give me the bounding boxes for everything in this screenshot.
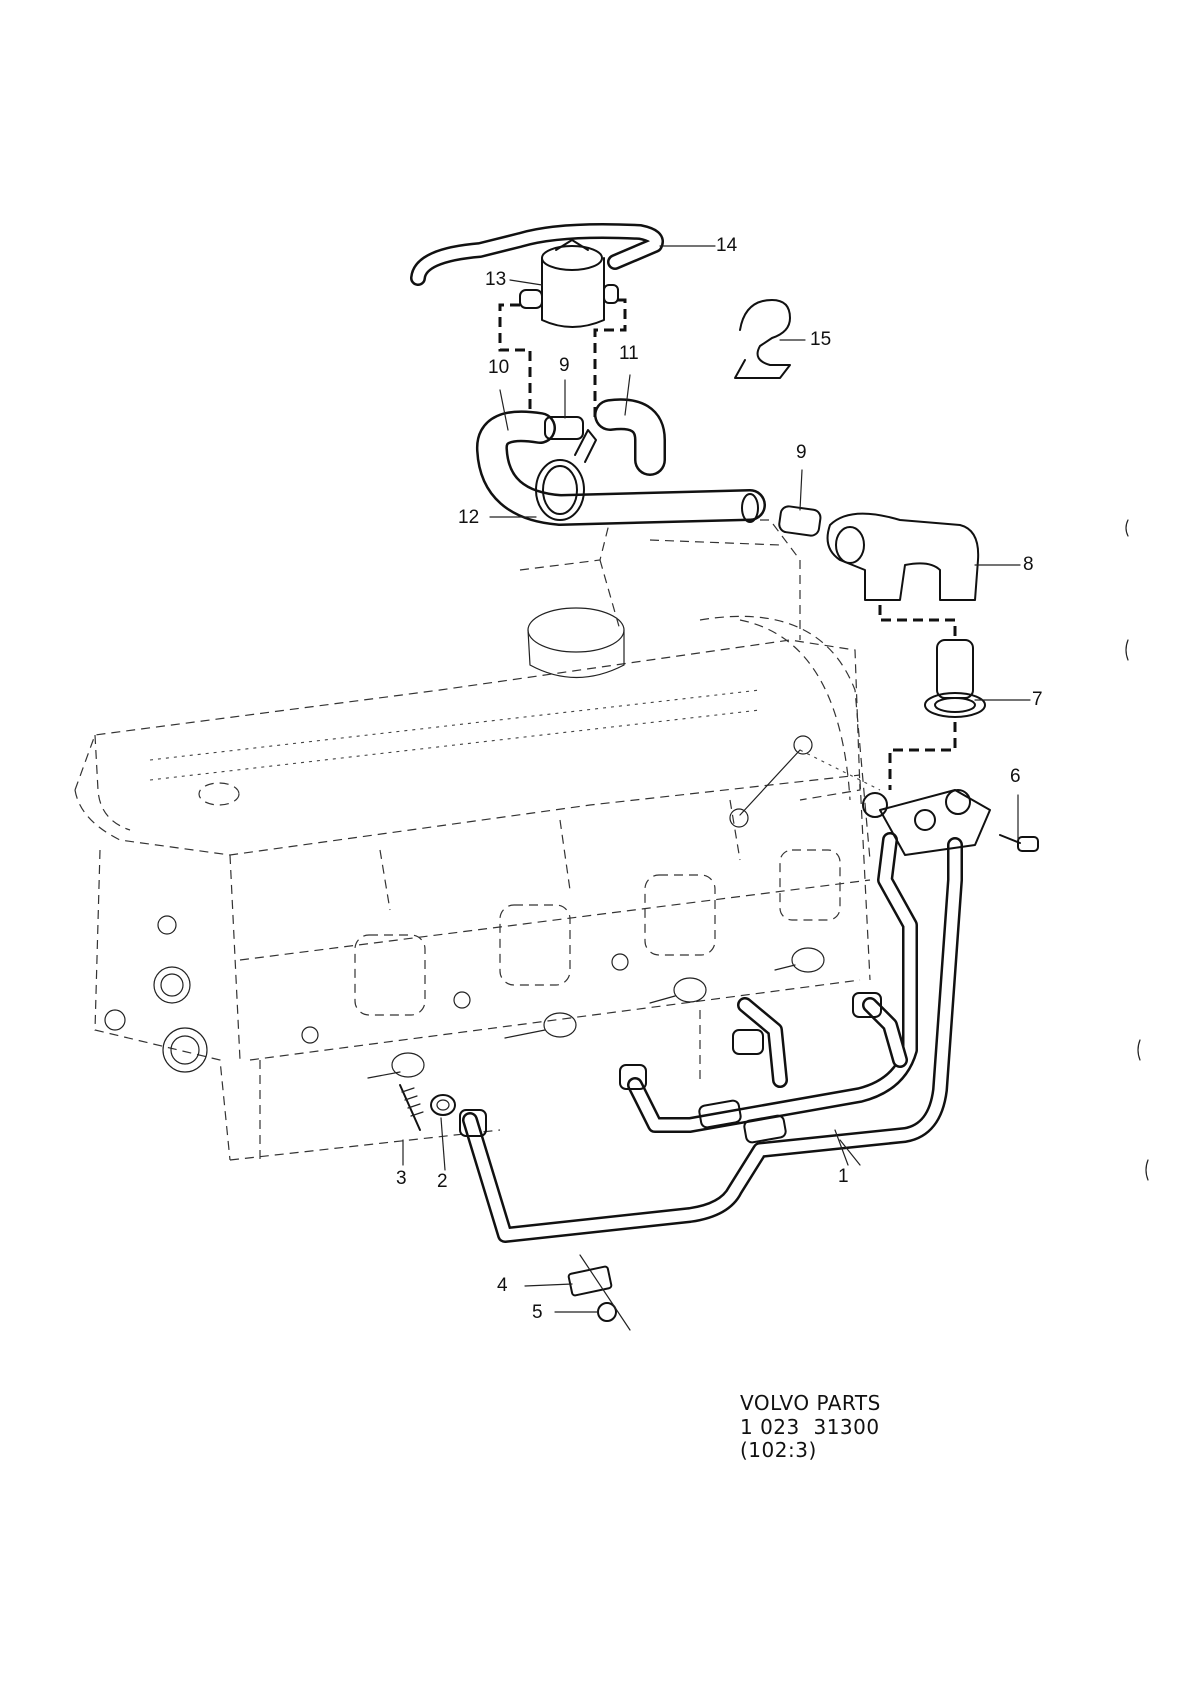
- callout-13: 13: [485, 269, 507, 290]
- callout-9-lower: 9: [796, 442, 807, 463]
- callout-5: 5: [532, 1302, 543, 1323]
- callout-10: 10: [488, 357, 510, 378]
- callout-8: 8: [1023, 554, 1034, 575]
- callout-12: 12: [458, 507, 480, 528]
- callout-11: 11: [619, 343, 639, 364]
- callout-2: 2: [437, 1171, 448, 1192]
- callout-7: 7: [1032, 689, 1043, 710]
- callout-1: 1: [838, 1166, 849, 1187]
- lower-pipe-assembly: [399, 789, 1039, 1331]
- parts-caption: VOLVO PARTS 1 023 31300 (102:3): [740, 1391, 881, 1463]
- callout-3: 3: [396, 1168, 407, 1189]
- caption-brand: VOLVO PARTS: [740, 1391, 881, 1415]
- callout-4: 4: [497, 1275, 508, 1296]
- leader-lines: [402, 245, 1031, 1313]
- upper-ventilation-assembly: [410, 223, 986, 790]
- callout-15: 15: [810, 329, 832, 350]
- callout-14: 14: [716, 235, 738, 256]
- margin-mark: [1125, 519, 1129, 537]
- engine-block: [74, 519, 881, 1165]
- caption-part-number: 1 023 31300: [740, 1414, 880, 1439]
- callout-9-upper: 9: [559, 355, 570, 376]
- caption-section: (102:3): [740, 1438, 817, 1463]
- margin-mark: [1145, 1159, 1149, 1181]
- margin-mark: [1137, 1039, 1141, 1061]
- callout-6: 6: [1010, 766, 1021, 787]
- margin-mark: [1125, 639, 1129, 661]
